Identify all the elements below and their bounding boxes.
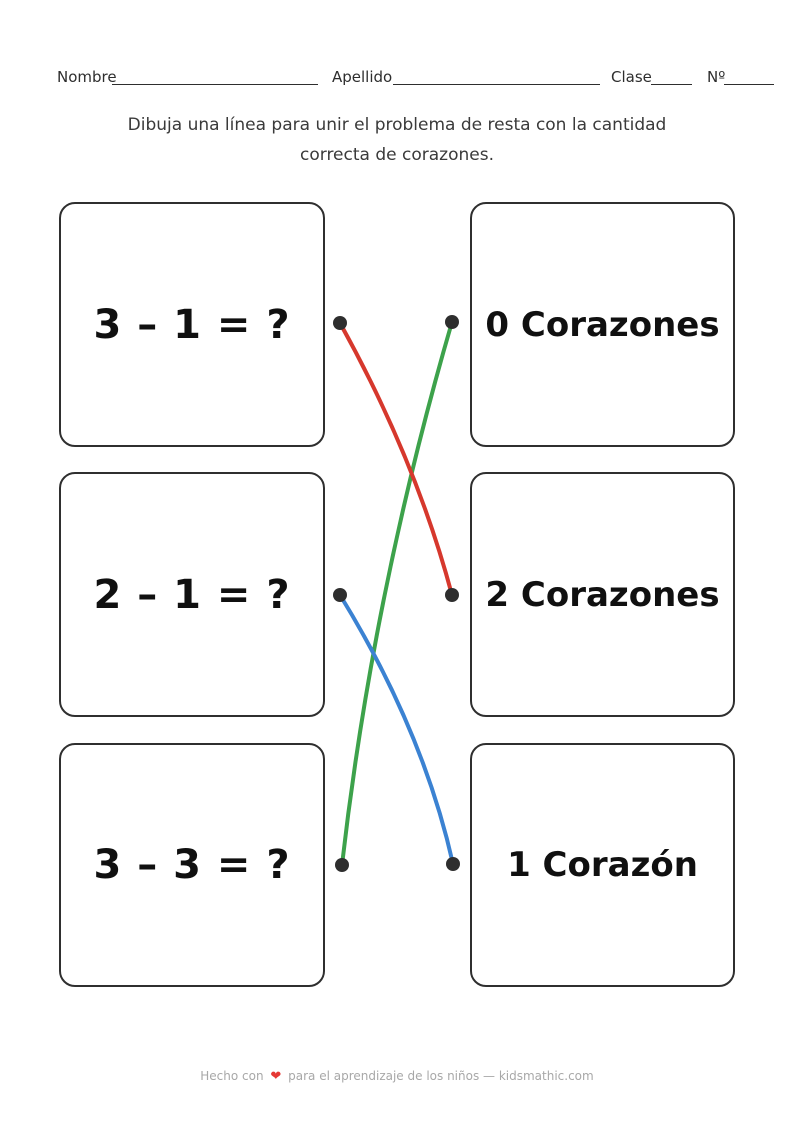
problem-text-3: 3 – 3 = ?	[93, 842, 291, 888]
footer-text-after: para el aprendizaje de los niños — kidsm…	[288, 1069, 594, 1083]
nombre-label: Nombre	[57, 68, 117, 86]
clase-label: Clase	[611, 68, 652, 86]
apellido-label: Apellido	[332, 68, 393, 86]
footer: Hecho con ❤ para el aprendizaje de los n…	[0, 1069, 794, 1084]
dot-answer-1[interactable]	[445, 315, 459, 329]
connection-line-green	[340, 320, 454, 867]
connection-line-blue	[338, 593, 455, 866]
problem-text-1: 3 – 1 = ?	[93, 301, 291, 348]
answer-box-2: 2 Corazones	[470, 472, 735, 717]
numero-writing-line[interactable]	[724, 84, 774, 85]
answer-text-1: 0 Corazones	[485, 304, 720, 345]
dot-answer-2[interactable]	[445, 588, 459, 602]
dot-problem-1[interactable]	[333, 316, 347, 330]
numero-label: Nº	[707, 68, 726, 86]
connection-line-red	[338, 321, 454, 597]
heart-icon: ❤	[270, 1069, 282, 1084]
answer-text-3: 1 Corazón	[507, 845, 698, 885]
problem-box-1: 3 – 1 = ?	[59, 202, 325, 447]
dot-problem-3[interactable]	[335, 858, 349, 872]
footer-text-before: Hecho con	[200, 1069, 264, 1083]
dot-problem-2[interactable]	[333, 588, 347, 602]
instructions-line-1: Dibuja una línea para unir el problema d…	[127, 115, 667, 135]
instructions-line-2: correcta de corazones.	[300, 145, 494, 165]
dot-answer-3[interactable]	[446, 857, 460, 871]
nombre-writing-line[interactable]	[112, 84, 318, 85]
answer-box-1: 0 Corazones	[470, 202, 735, 447]
problem-box-2: 2 – 1 = ?	[59, 472, 325, 717]
answer-box-3: 1 Corazón	[470, 743, 735, 987]
apellido-writing-line[interactable]	[393, 84, 600, 85]
answer-text-2: 2 Corazones	[485, 574, 720, 615]
problem-text-2: 2 – 1 = ?	[93, 571, 291, 618]
instructions: Dibuja una línea para unir el problema d…	[0, 110, 794, 170]
problem-box-3: 3 – 3 = ?	[59, 743, 325, 987]
clase-writing-line[interactable]	[651, 84, 692, 85]
